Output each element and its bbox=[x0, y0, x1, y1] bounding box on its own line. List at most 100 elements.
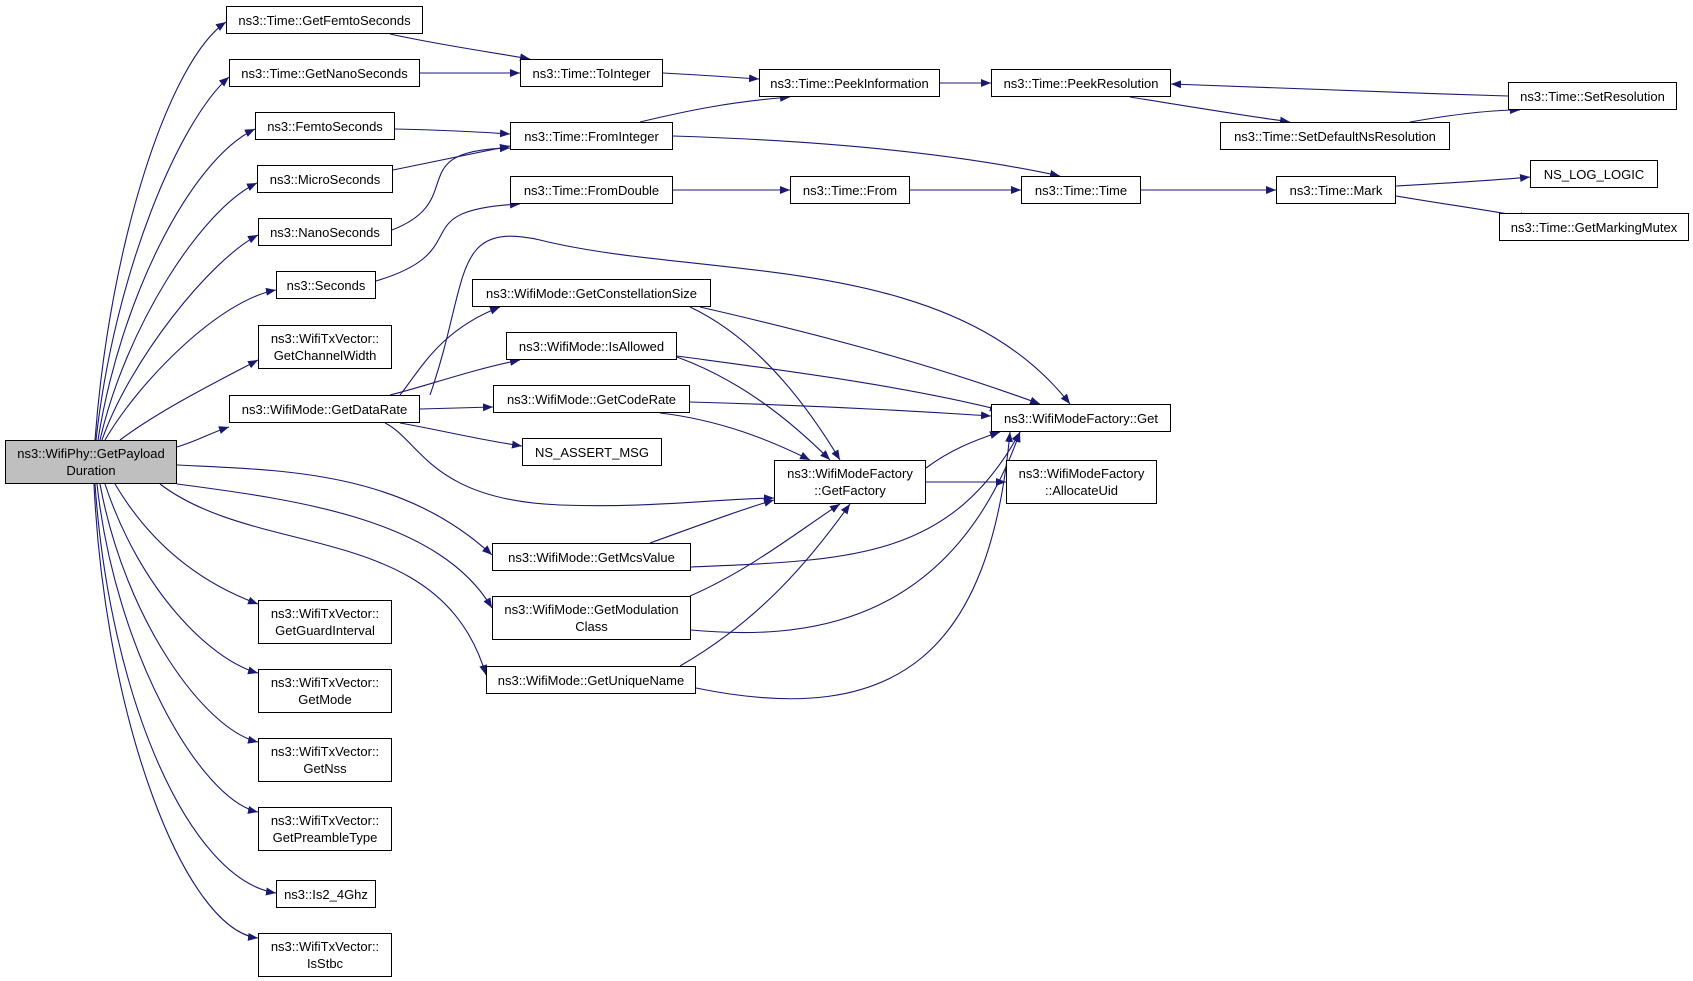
edge-fromInteger-peekInformation bbox=[639, 93, 791, 123]
node-wifimode-getcoderate[interactable]: ns3::WifiMode::GetCodeRate bbox=[493, 385, 690, 413]
edge-microSeconds-fromInteger bbox=[392, 144, 511, 171]
node-label-line2: GetNss bbox=[303, 761, 347, 776]
node-label: ns3::WifiModeFactory::Get bbox=[1004, 410, 1158, 426]
node-label-line1: ns3::WifiTxVector:: bbox=[270, 675, 380, 690]
node-time-frominteger[interactable]: ns3::Time::FromInteger bbox=[510, 122, 673, 150]
node-time-setdefaultnsresolution[interactable]: ns3::Time::SetDefaultNsResolution bbox=[1220, 122, 1450, 150]
node-time-peekresolution[interactable]: ns3::Time::PeekResolution bbox=[991, 69, 1171, 97]
edge-root-isStbc bbox=[93, 483, 259, 941]
node-wifitxvector-getpreambletype[interactable]: ns3::WifiTxVector:: GetPreambleType bbox=[258, 807, 392, 851]
node-wifitxvector-isstbc[interactable]: ns3::WifiTxVector:: IsStbc bbox=[258, 933, 392, 977]
edge-getDataRate-factoryGet bbox=[429, 235, 1071, 405]
node-label: ns3::Time::GetMarkingMutex bbox=[1510, 219, 1678, 235]
node-time-getmarkingmutex[interactable]: ns3::Time::GetMarkingMutex bbox=[1499, 213, 1689, 241]
node-label: ns3::Time::From bbox=[802, 182, 898, 198]
edge-timeMark-nsLogLogic bbox=[1395, 174, 1531, 187]
node-time-setresolution[interactable]: ns3::Time::SetResolution bbox=[1508, 82, 1677, 110]
node-label-line1: ns3::WifiTxVector:: bbox=[270, 606, 380, 621]
node-label: ns3::Time::ToInteger bbox=[532, 65, 651, 81]
node-wifimode-getmcsvalue[interactable]: ns3::WifiMode::GetMcsValue bbox=[492, 543, 691, 571]
edge-root-getNss bbox=[99, 483, 259, 744]
node-wifitxvector-getchannelwidth[interactable]: ns3::WifiTxVector:: GetChannelWidth bbox=[258, 325, 392, 369]
node-wifimode-getconstellationsize[interactable]: ns3::WifiMode::GetConstellationSize bbox=[472, 279, 711, 307]
node-wifimode-getdatarate[interactable]: ns3::WifiMode::GetDataRate bbox=[229, 395, 420, 423]
node-label: ns3::WifiMode::IsAllowed bbox=[518, 338, 665, 354]
node-label: ns3::Time::SetDefaultNsResolution bbox=[1234, 128, 1436, 144]
node-label-line1: ns3::WifiTxVector:: bbox=[270, 744, 380, 759]
edge-getDataRate-getCodeRate bbox=[419, 403, 494, 412]
node-wifimode-isallowed[interactable]: ns3::WifiMode::IsAllowed bbox=[506, 332, 677, 360]
node-femtoseconds[interactable]: ns3::FemtoSeconds bbox=[255, 112, 395, 140]
node-label: NS_ASSERT_MSG bbox=[535, 444, 649, 460]
node-label: ns3::Time::GetNanoSeconds bbox=[241, 65, 408, 81]
node-nanoseconds[interactable]: ns3::NanoSeconds bbox=[258, 218, 392, 246]
node-time-peekinformation[interactable]: ns3::Time::PeekInformation bbox=[759, 69, 940, 97]
node-time-time[interactable]: ns3::Time::Time bbox=[1021, 176, 1141, 204]
node-label: NS_LOG_LOGIC bbox=[1543, 166, 1645, 182]
node-label: ns3::Time::Time bbox=[1034, 182, 1128, 198]
node-label: ns3::Time::Mark bbox=[1289, 182, 1383, 198]
node-time-getfemtoseconds[interactable]: ns3::Time::GetFemtoSeconds bbox=[226, 6, 423, 34]
node-wifitxvector-getguardinterval[interactable]: ns3::WifiTxVector:: GetGuardInterval bbox=[258, 600, 392, 644]
node-wifimodefactory-get[interactable]: ns3::WifiModeFactory::Get bbox=[991, 404, 1171, 432]
edge-getModulationClass-factoryGet bbox=[690, 431, 1021, 634]
edge-getMcsValue-getFactory bbox=[649, 498, 775, 544]
node-wifitxvector-getnss[interactable]: ns3::WifiTxVector:: GetNss bbox=[258, 738, 392, 782]
node-ns-log-logic[interactable]: NS_LOG_LOGIC bbox=[1530, 160, 1658, 188]
edge-nanoSeconds-fromInteger bbox=[391, 144, 511, 231]
node-label-line1: ns3::WifiTxVector:: bbox=[270, 813, 380, 828]
edge-getCodeRate-factoryGet bbox=[689, 401, 992, 420]
edge-isAllowed-factoryGet bbox=[676, 355, 1001, 412]
node-label-line1: ns3::WifiTxVector:: bbox=[270, 331, 380, 346]
node-label: ns3::FemtoSeconds bbox=[267, 118, 383, 134]
edge-root-getNanoSeconds bbox=[95, 76, 230, 441]
node-label: ns3::WifiMode::GetConstellationSize bbox=[486, 285, 697, 301]
edge-fromInteger-timeTime bbox=[672, 135, 1061, 178]
edge-root-getFemtoSeconds bbox=[94, 21, 227, 441]
edge-getMcsValue-factoryGet bbox=[690, 431, 1021, 568]
node-label: ns3::Time::GetFemtoSeconds bbox=[238, 12, 411, 28]
edge-root-getModulationClass bbox=[176, 483, 493, 609]
edge-getDataRate-nsAssertMsg bbox=[399, 422, 523, 449]
node-wifimode-getuniquename[interactable]: ns3::WifiMode::GetUniqueName bbox=[486, 666, 696, 694]
node-label-line1: ns3::WifiModeFactory bbox=[1018, 466, 1145, 481]
edge-root-getPreambleType bbox=[96, 483, 259, 814]
node-time-from[interactable]: ns3::Time::From bbox=[790, 176, 910, 204]
node-label: ns3::Time::PeekResolution bbox=[1003, 75, 1159, 91]
node-label: ns3::Time::SetResolution bbox=[1520, 88, 1665, 104]
node-label: ns3::NanoSeconds bbox=[270, 224, 380, 240]
edge-root-getMode bbox=[104, 483, 259, 675]
edge-getFemtoSeconds-toInteger bbox=[389, 33, 531, 62]
node-seconds[interactable]: ns3::Seconds bbox=[276, 271, 376, 299]
node-time-mark[interactable]: ns3::Time::Mark bbox=[1276, 176, 1396, 204]
edge-root-getChannelWidth bbox=[119, 359, 259, 441]
node-label-line2: GetMode bbox=[298, 692, 352, 707]
edge-root-is24Ghz bbox=[94, 483, 277, 896]
node-label-line2: GetGuardInterval bbox=[275, 623, 375, 638]
node-is2-4ghz[interactable]: ns3::Is2_4Ghz bbox=[276, 880, 376, 908]
node-label-line2: ::AllocateUid bbox=[1045, 483, 1118, 498]
node-microseconds[interactable]: ns3::MicroSeconds bbox=[257, 165, 393, 193]
edge-seconds-fromDouble bbox=[375, 200, 521, 282]
edge-peekResolution-setDefaultNsResolution bbox=[1129, 96, 1291, 125]
node-label: ns3::Time::PeekInformation bbox=[770, 75, 929, 91]
node-time-fromdouble[interactable]: ns3::Time::FromDouble bbox=[510, 176, 673, 204]
node-wifiphy-getpayloadduration[interactable]: ns3::WifiPhy::GetPayload Duration bbox=[5, 440, 177, 484]
node-label-line2: Class bbox=[575, 619, 608, 634]
node-wifimodefactory-getfactory[interactable]: ns3::WifiModeFactory ::GetFactory bbox=[774, 460, 926, 504]
node-wifimodefactory-allocateuid[interactable]: ns3::WifiModeFactory ::AllocateUid bbox=[1006, 460, 1157, 504]
node-time-tointeger[interactable]: ns3::Time::ToInteger bbox=[520, 59, 663, 87]
node-label: ns3::WifiMode::GetCodeRate bbox=[506, 391, 677, 407]
node-label: ns3::Is2_4Ghz bbox=[284, 886, 368, 902]
edge-getUniqueName-getFactory bbox=[679, 503, 851, 667]
edge-getModulationClass-getFactory bbox=[689, 503, 841, 597]
node-label-line2: GetChannelWidth bbox=[273, 348, 377, 363]
node-label: ns3::WifiMode::GetMcsValue bbox=[508, 549, 675, 565]
node-time-getnanoseconds[interactable]: ns3::Time::GetNanoSeconds bbox=[229, 59, 420, 87]
node-wifitxvector-getmode[interactable]: ns3::WifiTxVector:: GetMode bbox=[258, 669, 392, 713]
edge-isAllowed-getFactory bbox=[676, 356, 831, 461]
edge-getConstellationSize-factoryGet bbox=[699, 306, 1041, 405]
node-wifimode-getmodulationclass[interactable]: ns3::WifiMode::GetModulation Class bbox=[492, 596, 691, 640]
node-ns-assert-msg[interactable]: NS_ASSERT_MSG bbox=[522, 438, 662, 466]
